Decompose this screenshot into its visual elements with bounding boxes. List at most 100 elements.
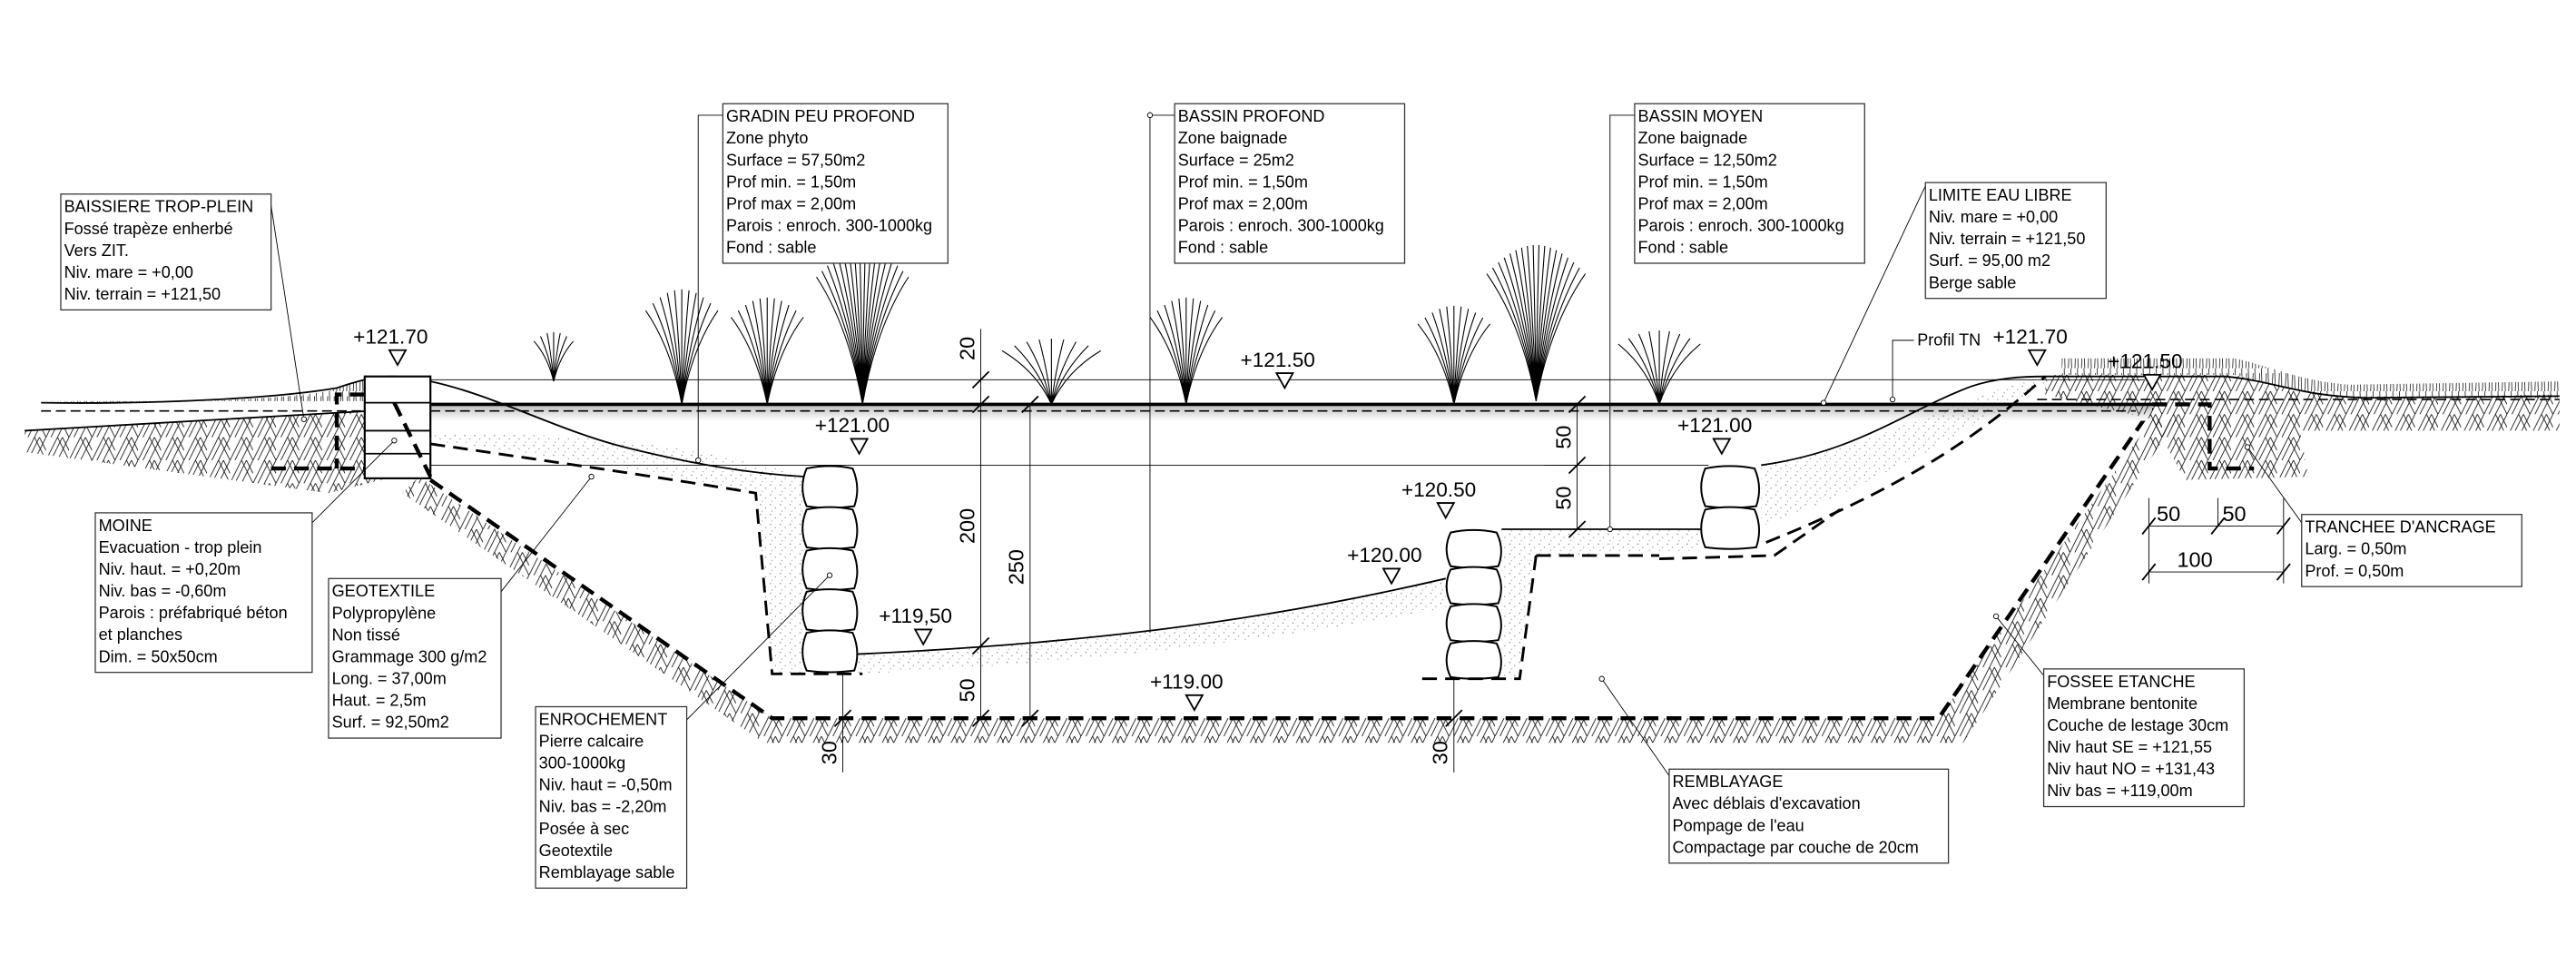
aquatic-plants <box>533 244 1701 405</box>
callout-line: Zone baignade <box>1638 129 1748 147</box>
leader-line <box>2247 447 2303 524</box>
rock <box>1445 528 1502 569</box>
callout-line: Parois : préfabriqué béton <box>99 604 288 622</box>
leader-line <box>1823 185 1926 403</box>
leader-dot <box>1146 112 1154 119</box>
callout-line: Niv. mare = +0,00 <box>1929 208 2058 226</box>
leader-line <box>270 205 305 419</box>
plant <box>1001 339 1101 405</box>
dimension-lines <box>833 112 2291 773</box>
callout-line: Prof min. = 1,50m <box>1178 172 1308 191</box>
callout-line: Niv haut NO = +131,43 <box>2047 760 2215 778</box>
elevation-water: +121.50 <box>1241 349 1315 371</box>
callout-title: BAISSIERE TROP-PLEIN <box>64 198 254 216</box>
callout-line: Dim. = 50x50cm <box>99 647 218 665</box>
callout-box <box>2042 668 2246 808</box>
callout-line: Niv. terrain = +121,50 <box>1929 230 2086 248</box>
elevation-triangle-icon <box>1185 694 1204 712</box>
leader-dot <box>391 438 398 444</box>
leader-line <box>500 476 592 593</box>
leader-dot <box>588 473 595 480</box>
water-surface <box>430 404 2153 421</box>
callout-line: Non tissé <box>332 625 400 644</box>
callout-line: Grammage 300 g/m2 <box>332 647 487 665</box>
callout-line: Fossé trapèze enherbé <box>64 220 233 238</box>
leader-dot <box>1598 675 1605 682</box>
elevation-triangle-icon <box>913 628 933 646</box>
callout-line: Surface = 57,50m2 <box>726 151 865 169</box>
callout-line: Fond : sable <box>726 239 817 257</box>
callout-line: Evacuation - trop plein <box>99 538 262 556</box>
callout-title: GEOTEXTILE <box>332 582 436 600</box>
leader-line <box>686 575 831 721</box>
plant <box>1149 297 1224 405</box>
callout-line: Zone baignade <box>1178 129 1288 147</box>
callout-line: Larg. = 0,50m <box>2305 540 2406 558</box>
plant <box>730 297 804 405</box>
callout-line: Posée à sec <box>539 820 630 838</box>
callout-line: Niv. mare = +0,00 <box>64 263 193 281</box>
elevation-triangle-icon <box>1274 372 1294 390</box>
callout-line: Couche de lestage 30cm <box>2047 716 2228 734</box>
elevation-triangle-icon <box>2027 349 2047 367</box>
callout-line: Niv. haut = -0,50m <box>539 776 673 794</box>
leader-dot <box>300 416 308 422</box>
dimension-d250: 250 <box>1005 549 1028 585</box>
callouts: BAISSIERE TROP-PLEIN Fossé trapèze enherb… <box>60 103 2522 889</box>
callout-line: Haut. = 2,5m <box>332 692 427 710</box>
callout-box <box>535 705 688 889</box>
enrochement-rocks <box>801 465 1760 680</box>
rock <box>1700 506 1760 550</box>
callout-line: Surface = 25m2 <box>1178 151 1294 169</box>
leader-line <box>697 114 723 460</box>
callout-line: Fond : sable <box>1638 239 1728 257</box>
callout-line: Remblayage sable <box>539 863 675 881</box>
callout-line: Niv. bas = -2,20m <box>539 798 667 816</box>
callout-line: Prof min. = 1,50m <box>1638 172 1768 191</box>
elevation-right-terrain: +121.50 <box>2108 350 2182 373</box>
leader-line <box>311 439 395 524</box>
rock <box>801 546 859 591</box>
profond-bottom-sand <box>857 578 1446 674</box>
callout-box <box>60 193 272 311</box>
callout-title: REMBLAYAGE <box>1673 773 1784 791</box>
callout-line: Zone phyto <box>726 129 808 147</box>
elevation-gradin-top: +121.00 <box>815 414 890 437</box>
callout-line: 300-1000kg <box>539 754 626 773</box>
elevation-triangle-icon <box>1381 567 1401 586</box>
rock <box>801 506 859 550</box>
leader-dot <box>1607 526 1613 533</box>
leader-dot <box>695 457 702 464</box>
callout-title: LIMITE EAU LIBRE <box>1929 186 2072 204</box>
plant <box>1417 305 1491 405</box>
callout-title: TRANCHEE D'ANCRAGE <box>2305 518 2495 537</box>
leader-dot <box>1820 399 1827 406</box>
callout-title: GRADIN PEU PROFOND <box>726 107 915 125</box>
dimension-d20: 20 <box>955 337 978 360</box>
callout-line: Niv. terrain = +121,50 <box>64 285 221 303</box>
elevation-profond-high: +120.00 <box>1347 544 1421 566</box>
elevation-profond-bottom: +119,50 <box>879 605 952 627</box>
callout-box <box>94 512 313 674</box>
callout-line: Geotextile <box>539 842 613 860</box>
callout-title: BASSIN MOYEN <box>1638 107 1764 125</box>
callout-line: Avec déblais d'excavation <box>1673 794 1861 812</box>
moyen-shelf-sand <box>1501 529 1701 679</box>
rock <box>1700 465 1760 509</box>
callout-title: FOSSEE ETANCHE <box>2047 673 2195 691</box>
callout-box <box>1634 103 1865 264</box>
elevation-triangle-icon <box>388 349 408 367</box>
callout-line: Niv. bas = -0,60m <box>99 582 227 600</box>
elevation-triangle-icon <box>1712 438 1732 456</box>
elevation-right-crest: +121.70 <box>1992 325 2067 348</box>
rock <box>1445 566 1502 606</box>
callout-line: Prof max = 2,00m <box>1178 194 1308 212</box>
callout-line: Berge sable <box>1929 273 2016 291</box>
plant <box>533 331 575 382</box>
elevation-left-crest: +121.70 <box>353 325 428 348</box>
callout-line: Prof max = 2,00m <box>1638 194 1768 212</box>
